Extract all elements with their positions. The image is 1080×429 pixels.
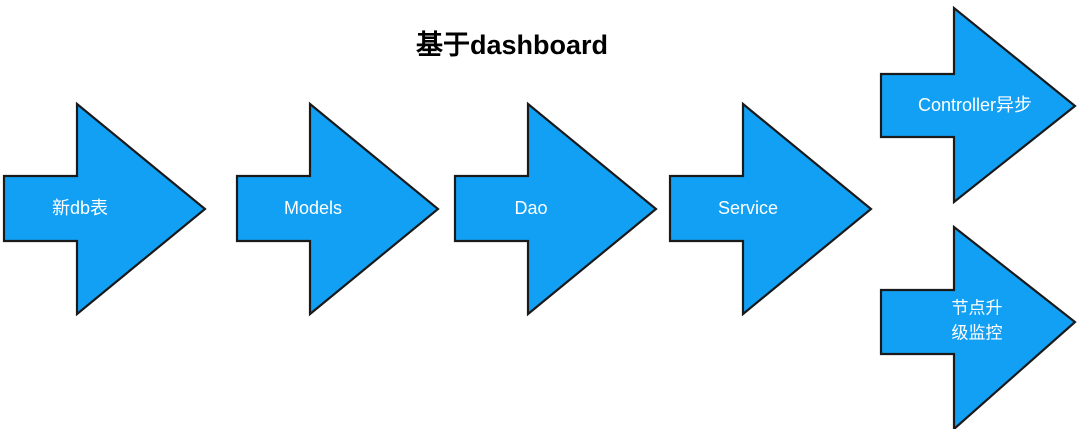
arrow-label-line: Dao xyxy=(514,198,547,218)
arrow-label-new-db-table: 新db表 xyxy=(52,198,108,218)
arrow-label-node-upgrade-monitor: 节点升级监控 xyxy=(952,299,1003,343)
arrow-label-line: Models xyxy=(284,198,342,218)
arrow-label-line: 节点升 xyxy=(952,299,1003,318)
arrow-models[interactable]: Models xyxy=(235,101,440,317)
arrow-shape-node-upgrade-monitor[interactable] xyxy=(879,224,1077,429)
arrow-label-line: Service xyxy=(718,198,778,218)
arrow-label-dao: Dao xyxy=(514,198,547,218)
arrow-shape-service[interactable] xyxy=(668,101,873,317)
arrow-label-service: Service xyxy=(718,198,778,218)
arrow-label-models: Models xyxy=(284,198,342,218)
arrow-label-line: 新db表 xyxy=(52,198,108,218)
arrow-label-controller-async: Controller异步 xyxy=(918,95,1032,115)
arrow-controller-async[interactable]: Controller异步 xyxy=(879,5,1077,205)
arrow-label-line: Controller异步 xyxy=(918,95,1032,115)
arrow-shape-controller-async[interactable] xyxy=(879,5,1077,205)
diagram-title: 基于dashboard xyxy=(416,30,608,60)
arrow-service[interactable]: Service xyxy=(668,101,873,317)
arrow-shape-models[interactable] xyxy=(235,101,440,317)
arrow-node-upgrade-monitor[interactable]: 节点升级监控 xyxy=(879,224,1077,429)
arrow-shape-dao[interactable] xyxy=(453,101,658,317)
arrow-new-db-table[interactable]: 新db表 xyxy=(2,101,207,317)
arrow-label-line: 级监控 xyxy=(952,324,1003,343)
arrow-dao[interactable]: Dao xyxy=(453,101,658,317)
arrow-shape-new-db-table[interactable] xyxy=(2,101,207,317)
